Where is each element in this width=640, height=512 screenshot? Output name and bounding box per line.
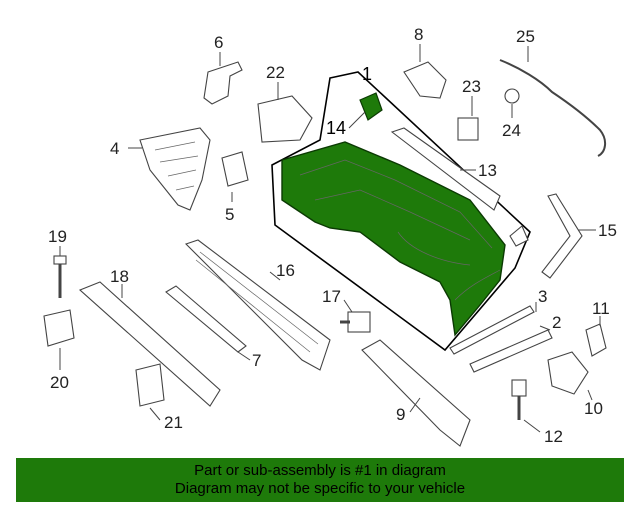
callout-3: 3 (538, 287, 547, 306)
callout-22: 22 (266, 63, 285, 82)
callout-5: 5 (225, 205, 234, 224)
part-15-retainer[interactable] (541, 193, 583, 279)
part-24-grommet[interactable] (504, 88, 520, 104)
part-6-bracket[interactable] (203, 61, 243, 105)
part-4-bracket[interactable] (139, 127, 211, 211)
callout-1: 1 (362, 64, 372, 84)
callout-9: 9 (396, 405, 405, 424)
footer-line-1: Part or sub-assembly is #1 in diagram (194, 462, 446, 479)
callout-16: 16 (276, 261, 295, 280)
callout-17: 17 (322, 287, 341, 306)
callout-14: 14 (326, 118, 346, 138)
part-2-trim[interactable] (469, 329, 553, 373)
callout-8: 8 (414, 25, 423, 44)
footer-banner: Part or sub-assembly is #1 in diagram Di… (16, 458, 624, 502)
part-22-plate[interactable] (257, 95, 313, 143)
callout-6: 6 (214, 33, 223, 52)
part-23-block[interactable] (457, 117, 479, 141)
part-14-bracket[interactable] (359, 92, 383, 121)
part-10-sensor[interactable] (547, 351, 589, 395)
part-8-shield[interactable] (403, 61, 447, 99)
part-17-stud[interactable] (340, 311, 371, 333)
part-11-bracket[interactable] (585, 323, 607, 357)
callout-21: 21 (164, 413, 183, 432)
footer-line-2: Diagram may not be specific to your vehi… (174, 480, 466, 497)
callout-12: 12 (544, 427, 563, 446)
part-25-wire-harness[interactable] (499, 59, 606, 157)
bumper-cover[interactable] (281, 141, 506, 337)
part-18-reinforcement[interactable] (78, 281, 221, 407)
callout-4: 4 (110, 139, 119, 158)
reflector-insert (509, 225, 529, 247)
callout-18: 18 (110, 267, 129, 286)
part-21-bracket[interactable] (135, 363, 165, 407)
part-13-absorber[interactable] (390, 127, 501, 211)
callout-13: 13 (478, 161, 497, 180)
callout-25: 25 (516, 27, 535, 46)
part-19-bolt[interactable] (53, 255, 67, 298)
part-3-trim[interactable] (449, 305, 535, 355)
callout-20: 20 (50, 373, 69, 392)
callout-19: 19 (48, 227, 67, 246)
parts-diagram: 1 2 3 4 5 6 7 8 9 10 11 12 13 14 15 16 1… (43, 25, 617, 447)
part-20-bracket[interactable] (43, 309, 75, 347)
callout-7: 7 (252, 351, 261, 370)
part-12-mount[interactable] (511, 379, 527, 420)
callout-23: 23 (462, 77, 481, 96)
callout-24: 24 (502, 121, 521, 140)
part-7-strip[interactable] (165, 285, 247, 353)
callout-15: 15 (598, 221, 617, 240)
part-5-clip[interactable] (221, 151, 249, 187)
part-9-valance[interactable] (361, 339, 471, 447)
part-16-absorber[interactable] (184, 239, 331, 371)
callout-2: 2 (552, 313, 561, 332)
callout-11: 11 (592, 299, 610, 318)
callout-10: 10 (584, 399, 603, 418)
